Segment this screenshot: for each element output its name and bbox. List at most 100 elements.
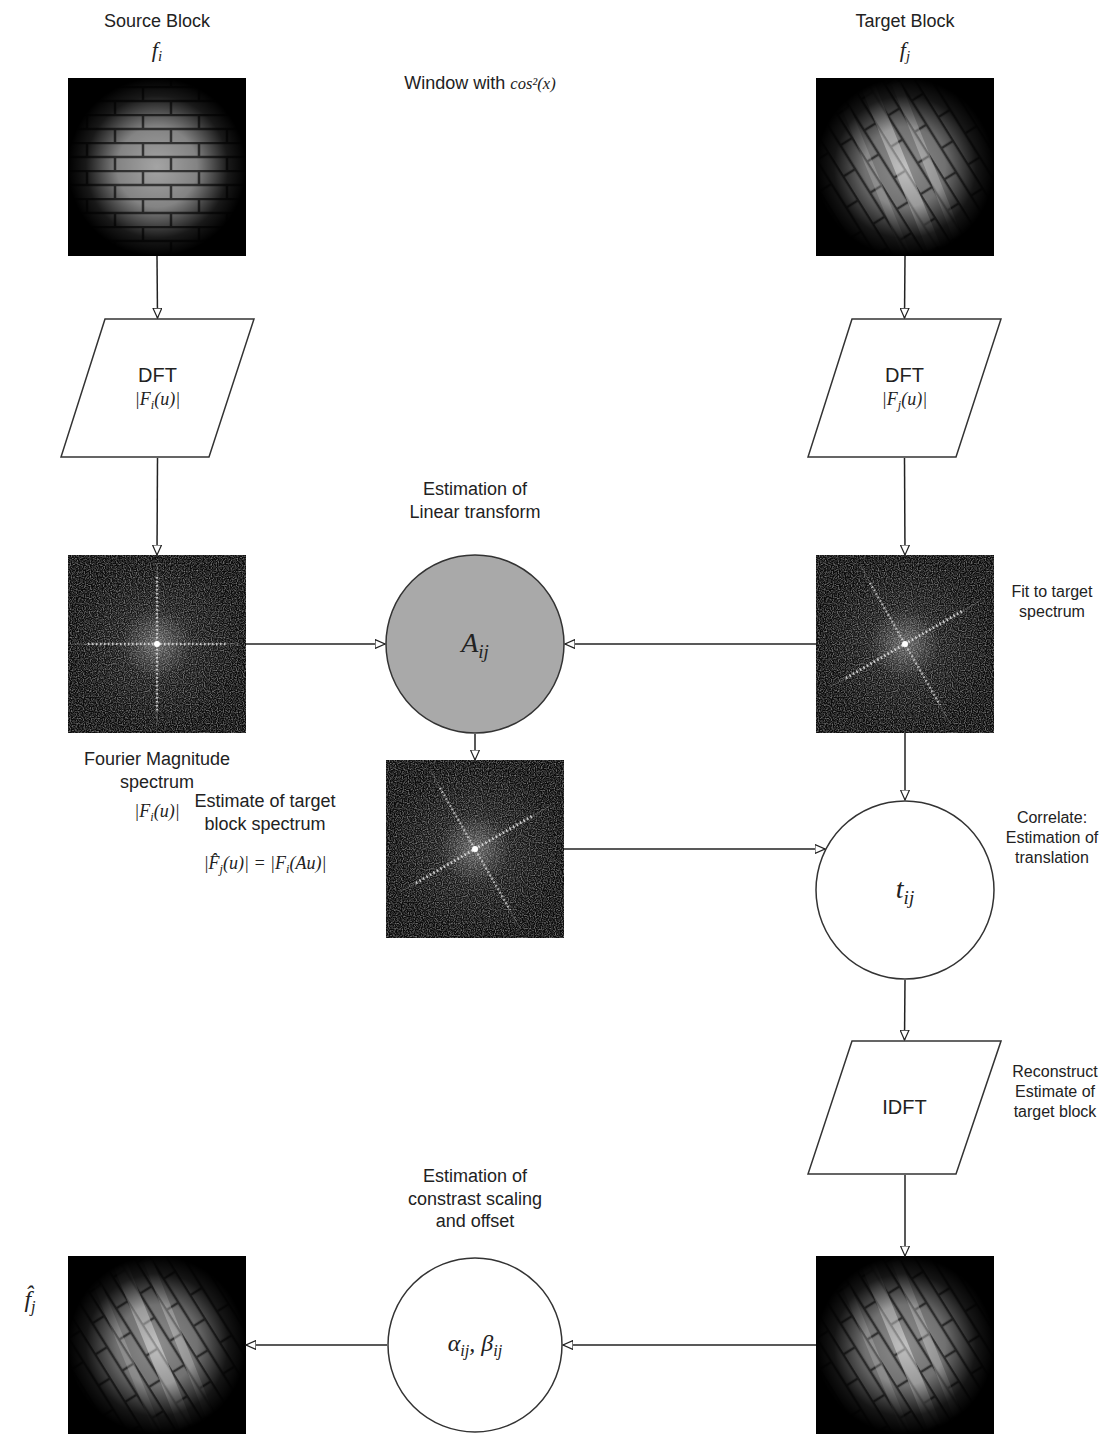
final-block-image: f̂j xyxy=(68,1256,246,1434)
text-run: DFT xyxy=(885,364,924,386)
annotation-text: Window with cos²(x) xyxy=(370,72,590,95)
shape-outline xyxy=(386,555,564,733)
shape-outline xyxy=(816,801,994,979)
text-run: cos²(x) xyxy=(510,74,555,93)
text-run: α xyxy=(448,1330,461,1356)
text-run: Estimate of target block spectrum xyxy=(194,791,335,834)
text-run: i xyxy=(151,398,154,412)
node-content: αij, βij xyxy=(387,1257,563,1433)
text-run: Source Block xyxy=(104,11,210,31)
target-block-image: Target Blockfj xyxy=(816,78,994,256)
text-run: f xyxy=(152,37,158,62)
text-run: |F xyxy=(882,389,898,409)
text-run: ij xyxy=(478,640,489,661)
text-run: Fourier Magnitude spectrum xyxy=(84,749,230,792)
idft-parallelogram: IDFTReconstruct Estimate of target block xyxy=(807,1040,1002,1175)
spectrum-picture xyxy=(68,555,246,733)
process-label: IDFT xyxy=(882,1095,926,1120)
text-run: Estimation of Linear transform xyxy=(409,479,540,522)
node-content: DFT|Fj(u)| xyxy=(807,318,1002,458)
text-run: |F xyxy=(135,389,151,409)
estimator-circle: Estimation of Linear transformAij xyxy=(385,554,565,734)
block-heading: Target Block xyxy=(805,10,1005,33)
parameter-symbol: Aij xyxy=(461,625,489,664)
target-spectrum-image: Fit to target spectrum xyxy=(816,555,994,733)
dft-parallelogram: DFT|Fj(u)| xyxy=(807,318,1002,458)
shape-outline xyxy=(61,319,254,457)
flow-arrow xyxy=(246,1344,387,1346)
text-run: (u)| = |F xyxy=(223,853,286,873)
parallelogram-outline xyxy=(60,318,255,458)
text-run: ij xyxy=(460,1341,469,1360)
text-run: i xyxy=(286,862,289,876)
text-run: Estimation of constrast scaling and offs… xyxy=(408,1166,542,1231)
process-label: DFT xyxy=(138,363,177,388)
step-heading: Estimation of constrast scaling and offs… xyxy=(400,1165,550,1233)
spectrum-picture xyxy=(386,760,564,938)
text-run: ij xyxy=(904,886,915,907)
process-label: DFT xyxy=(885,363,924,388)
shape-outline xyxy=(808,1041,1001,1174)
spectrum-picture xyxy=(816,555,994,733)
magnitude-spectrum-image: Fourier Magnitude spectrum|Fi(u)| xyxy=(68,555,246,733)
text-run: (Au)| xyxy=(289,853,326,873)
flow-arrow xyxy=(246,643,385,645)
parameter-symbol: tij xyxy=(896,871,914,910)
text-run: Target Block xyxy=(855,11,954,31)
block-heading: Source Block xyxy=(57,10,257,33)
image-caption: Estimate of target block spectrum xyxy=(185,790,345,835)
block-symbol: fi xyxy=(57,36,257,66)
final-block-picture xyxy=(68,1256,246,1434)
estimator-circle: Correlate: Estimation of translationtij xyxy=(815,800,995,980)
node-content: tij xyxy=(815,800,995,980)
node-content: IDFT xyxy=(807,1040,1002,1175)
text-run: f xyxy=(900,37,906,62)
flow-arrow xyxy=(904,256,906,318)
text-run: |F̂ xyxy=(204,853,220,873)
parameter-symbol: αij, βij xyxy=(448,1328,503,1361)
block-symbol: f̂j xyxy=(8,1284,52,1317)
reconstructed-picture xyxy=(816,1256,994,1434)
text-run: Fit to target spectrum xyxy=(1012,583,1093,620)
image-caption: Fit to target spectrum xyxy=(1000,582,1104,622)
dft-parallelogram: DFT|Fi(u)| xyxy=(60,318,255,458)
text-run: i xyxy=(150,810,153,824)
step-heading: Reconstruct Estimate of target block xyxy=(1005,1062,1105,1122)
flow-arrow xyxy=(904,1175,906,1256)
text-run: IDFT xyxy=(882,1096,926,1118)
block-symbol: fj xyxy=(805,36,1005,66)
flow-arrow xyxy=(563,1344,816,1346)
text-run: |F xyxy=(134,801,150,821)
target-block-picture xyxy=(816,78,994,256)
text-run: , β xyxy=(469,1330,493,1356)
formula: |F̂j(u)| = |Fi(Au)| xyxy=(160,852,370,877)
flow-arrow xyxy=(474,734,476,760)
text-run: t xyxy=(896,873,904,904)
source-block-image: Source Blockfi xyxy=(68,78,246,256)
text-run: j xyxy=(906,48,910,64)
image-caption: Fourier Magnitude spectrum xyxy=(72,748,242,793)
flow-arrow xyxy=(904,458,906,555)
text-run: i xyxy=(158,48,162,64)
text-run: (u)| xyxy=(154,389,180,409)
text-run: f̂ xyxy=(24,1286,31,1312)
flow-arrow xyxy=(565,643,816,645)
source-block-picture xyxy=(68,78,246,256)
step-heading: Correlate: Estimation of translation xyxy=(1000,808,1104,868)
text-run: Window with xyxy=(404,73,510,93)
flow-arrow xyxy=(904,733,906,800)
text-run: j xyxy=(898,398,901,412)
text-run: j xyxy=(31,1297,36,1316)
flow-arrow xyxy=(156,458,158,555)
text-run: (u)| xyxy=(901,389,927,409)
text-run: Reconstruct Estimate of target block xyxy=(1012,1063,1097,1120)
step-heading: Estimation of Linear transform xyxy=(405,478,545,523)
formula: |Fi(u)| xyxy=(135,388,180,413)
flow-arrow xyxy=(564,848,825,850)
text-run: DFT xyxy=(138,364,177,386)
node-content: DFT|Fi(u)| xyxy=(60,318,255,458)
formula: |Fj(u)| xyxy=(882,388,927,413)
flow-arrow xyxy=(904,980,906,1040)
